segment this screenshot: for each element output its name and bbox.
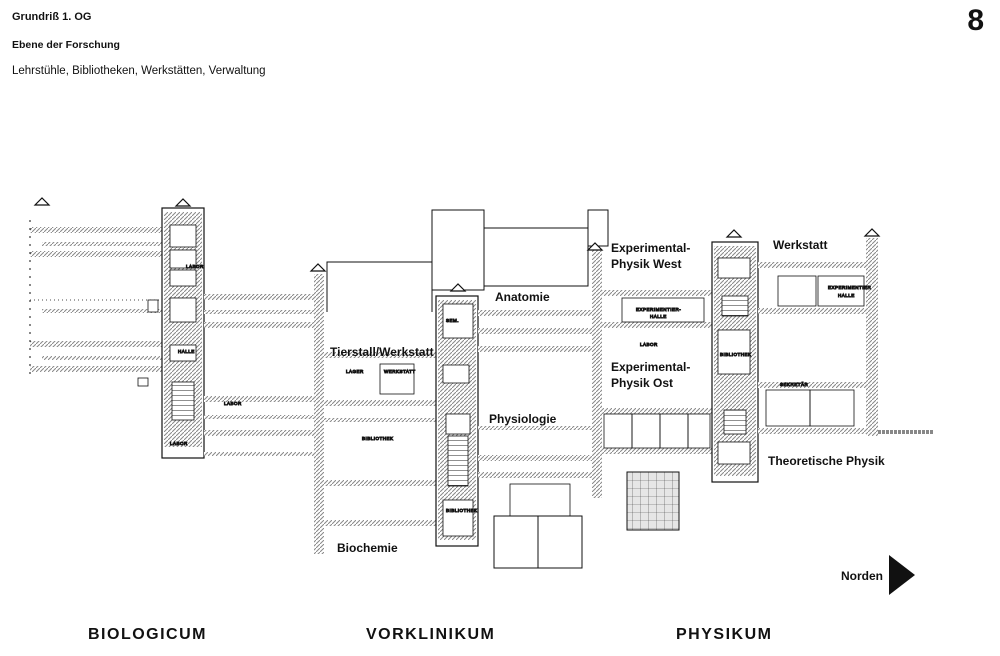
entrance-marker xyxy=(586,242,604,251)
svg-text:LABOR: LABOR xyxy=(224,401,242,406)
svg-text:HALLE: HALLE xyxy=(838,293,855,298)
label-werkstatt: Werkstatt xyxy=(773,238,827,252)
label-physiologie: Physiologie xyxy=(489,412,557,426)
entrance-marker xyxy=(33,197,51,206)
physikum-wing: EXPERIMENTIER- HALLE EXPERIMENTIER HALLE… xyxy=(592,238,934,531)
svg-text:LAGER: LAGER xyxy=(346,369,364,374)
section-vorklinikum: VORKLINIKUM xyxy=(366,626,496,643)
entrance-marker xyxy=(449,283,467,292)
svg-text:LABOR: LABOR xyxy=(640,342,658,347)
svg-text:SEM.: SEM. xyxy=(446,318,459,323)
svg-text:HALLE: HALLE xyxy=(178,349,195,354)
north-label: Norden xyxy=(841,569,883,583)
label-experimental-ost-1: Experimental- xyxy=(611,360,690,374)
page-number: 8 xyxy=(967,4,984,37)
svg-text:BIBLIOTHEK: BIBLIOTHEK xyxy=(362,436,394,441)
plan-subtitle: Ebene der Forschung xyxy=(12,39,120,51)
entrance-markers xyxy=(33,197,881,292)
plan-title: Grundriß 1. OG xyxy=(12,11,92,23)
north-arrow-icon xyxy=(889,555,915,595)
svg-text:BIBLIOTHEK: BIBLIOTHEK xyxy=(446,508,478,513)
section-biologicum: BIOLOGICUM xyxy=(88,626,207,643)
label-biochemie: Biochemie xyxy=(337,541,398,555)
north-indicator: Norden xyxy=(841,555,915,595)
svg-text:WERKSTATT: WERKSTATT xyxy=(384,369,416,374)
label-tierstall-werkstatt: Tierstall/Werkstatt xyxy=(330,345,434,359)
svg-text:LABOR: LABOR xyxy=(186,264,204,269)
plan-description: Lehrstühle, Bibliotheken, Werkstätten, V… xyxy=(12,65,266,77)
entrance-marker xyxy=(174,198,192,207)
label-anatomie: Anatomie xyxy=(495,290,550,304)
label-experimental-ost-2: Physik Ost xyxy=(611,376,673,390)
svg-text:BIBLIOTHEK: BIBLIOTHEK xyxy=(720,352,752,357)
entrance-marker xyxy=(725,229,743,238)
svg-text:EXPERIMENTIER: EXPERIMENTIER xyxy=(828,285,872,290)
label-experimental-west-1: Experimental- xyxy=(611,241,690,255)
vorklinikum-wing: LAGER WERKSTATT BIBLIOTHEK SEM. BIBLIOTH… xyxy=(314,209,609,569)
svg-text:SEKRETÄR: SEKRETÄR xyxy=(780,381,809,387)
label-experimental-west-2: Physik West xyxy=(611,257,681,271)
biologicum-wing: LABOR HALLE LABOR LABOR xyxy=(29,207,322,459)
svg-text:LABOR: LABOR xyxy=(170,441,188,446)
svg-text:EXPERIMENTIER-: EXPERIMENTIER- xyxy=(636,307,681,312)
label-theoretische-physik: Theoretische Physik xyxy=(768,454,885,468)
entrance-marker xyxy=(309,263,327,272)
entrance-marker xyxy=(863,228,881,237)
svg-text:HALLE: HALLE xyxy=(650,314,667,319)
section-physikum: PHYSIKUM xyxy=(676,626,773,643)
